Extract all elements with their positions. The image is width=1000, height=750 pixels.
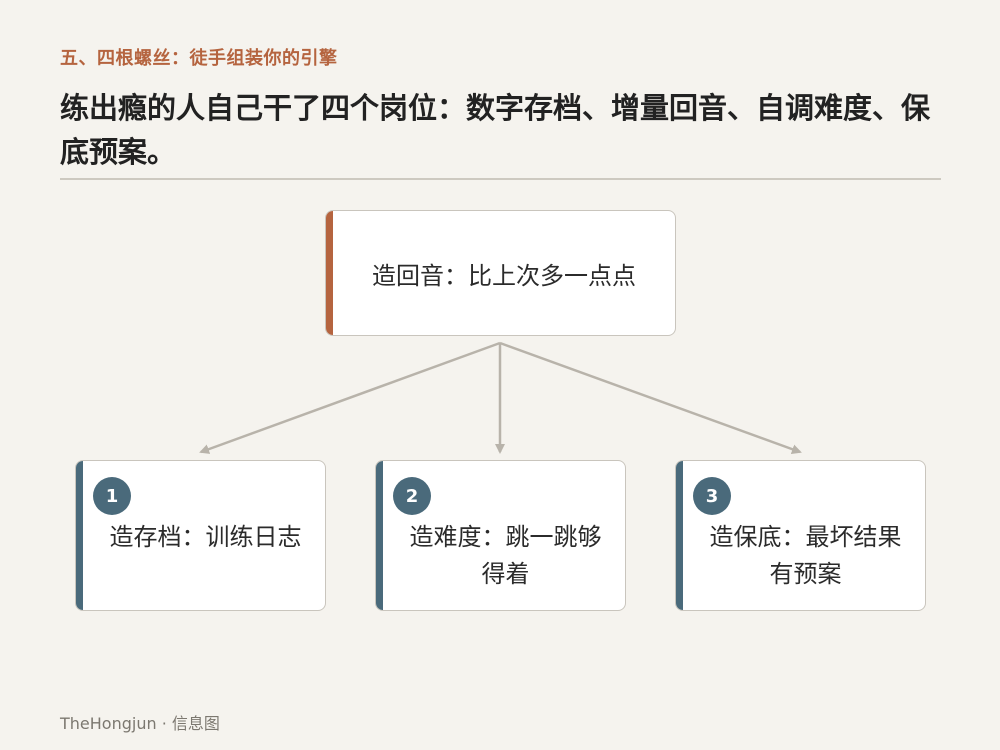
title-divider <box>60 178 941 180</box>
step-number-badge: 3 <box>693 477 731 515</box>
child-node-accent-bar <box>676 461 683 610</box>
root-node: 造回音：比上次多一点点 <box>325 210 676 336</box>
child-node-accent-bar <box>376 461 383 610</box>
footer-credit: TheHongjun · 信息图 <box>60 714 220 733</box>
step-number-badge: 1 <box>93 477 131 515</box>
child-node-label: 造保底：最坏结果有预案 <box>709 523 902 588</box>
root-node-label: 造回音：比上次多一点点 <box>372 261 636 290</box>
child-node-label: 造难度：跳一跳够得着 <box>409 523 602 588</box>
child-node-label: 造存档：训练日志 <box>109 523 302 551</box>
child-node-accent-bar <box>76 461 83 610</box>
child-node-1: 1 造存档：训练日志 <box>75 460 326 611</box>
root-node-accent-bar <box>326 211 333 335</box>
child-node-3: 3 造保底：最坏结果有预案 <box>675 460 926 611</box>
page-title: 练出瘾的人自己干了四个岗位：数字存档、增量回音、自调难度、保底预案。 <box>60 91 931 169</box>
section-label: 五、四根螺丝：徒手组装你的引擎 <box>60 48 338 69</box>
child-node-2: 2 造难度：跳一跳够得着 <box>375 460 626 611</box>
step-number-badge: 2 <box>393 477 431 515</box>
arrow-to-child-1 <box>199 341 501 454</box>
arrow-to-child-3 <box>499 341 802 454</box>
